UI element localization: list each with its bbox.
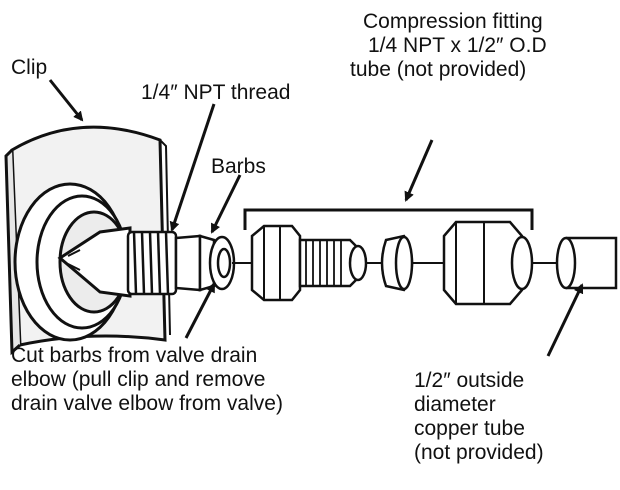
copper-tube — [555, 236, 618, 290]
compression-body — [250, 224, 368, 302]
npt-thread-label: 1/4″ NPT thread — [141, 81, 290, 105]
clip-label-text: Clip — [11, 56, 48, 79]
clip-arrow — [48, 79, 84, 122]
compression-nut — [442, 220, 534, 306]
clip-label: Clip — [11, 56, 47, 80]
leader-arrows — [48, 79, 584, 357]
copper-tube-line-2: diameter — [414, 393, 496, 416]
copper-tube-line-4: (not provided) — [414, 441, 544, 464]
npt-thread-arrow — [169, 103, 216, 232]
cut-barbs-line-1: Cut barbs from valve drain — [11, 344, 258, 367]
compression-fitting-line-3: tube (not provided) — [350, 58, 527, 81]
compression-fitting-label: Compression fitting 1/4 NPT x 1/2″ O.D t… — [350, 10, 547, 82]
npt-thread-label-text: 1/4″ NPT thread — [141, 81, 291, 104]
compression-fitting-arrow — [404, 139, 434, 202]
compression-fitting-line-1: Compression fitting — [363, 10, 543, 33]
compression-fitting-line-2: 1/4 NPT x 1/2″ O.D — [368, 34, 547, 57]
cut-barbs-line-2: elbow (pull clip and remove — [11, 368, 266, 391]
copper-tube-line-3: copper tube — [414, 417, 525, 440]
cut-barbs-line-3: drain valve elbow from valve) — [11, 392, 283, 415]
barbs-label: Barbs — [211, 155, 266, 179]
ferrule — [380, 234, 414, 292]
copper-tube-line-1: 1/2″ outside — [414, 369, 525, 392]
barbs-label-text: Barbs — [211, 155, 266, 178]
cut-barbs-arrow — [184, 282, 216, 339]
copper-tube-label: 1/2″ outside diameter copper tube (not p… — [414, 369, 544, 465]
barbs-section — [174, 234, 236, 292]
npt-thread — [126, 230, 178, 296]
cut-barbs-note: Cut barbs from valve drain elbow (pull c… — [11, 344, 283, 416]
fitting-bracket — [243, 208, 534, 230]
barbs-arrow — [210, 174, 242, 234]
copper-tube-arrow — [546, 283, 584, 357]
